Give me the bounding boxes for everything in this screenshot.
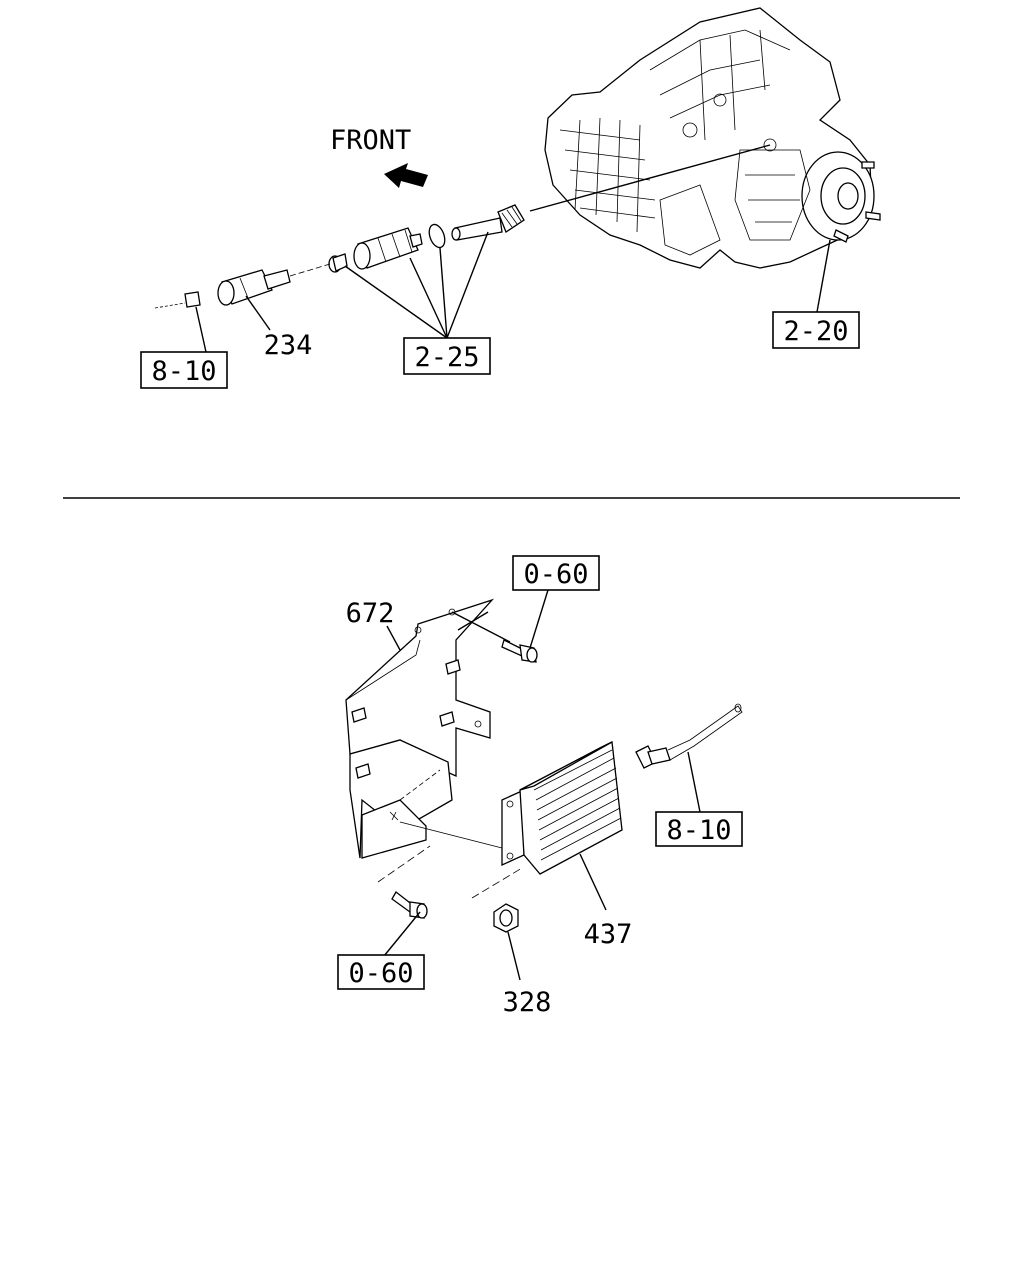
top-section: FRONT: [140, 7, 881, 389]
callout-harness-ref-bottom: 8-10: [666, 815, 731, 846]
callout-part-328: 328: [503, 987, 552, 1018]
callout-part-234: 234: [264, 330, 313, 361]
transfer-case-housing: [544, 7, 881, 269]
speed-sensor: [217, 269, 291, 306]
control-unit: [501, 741, 623, 875]
bushing: [328, 253, 348, 273]
callout-harness-ref-top: 8-10: [151, 356, 216, 387]
driven-gear-shaft: [451, 204, 525, 241]
front-label: FRONT: [330, 125, 411, 156]
nut: [493, 903, 519, 933]
bolt-bottom: [391, 891, 428, 919]
bottom-section: 672 0-60 8-10 437 0-60 328: [337, 555, 743, 1018]
harness-connector-bottom: [635, 703, 743, 769]
callout-drive-ref: 2-25: [414, 342, 479, 373]
front-arrow-icon: [384, 163, 428, 188]
harness-connector: [154, 291, 201, 309]
callout-part-672: 672: [346, 598, 395, 629]
callout-transfer-case-ref: 2-20: [783, 316, 848, 347]
bolt-top: [501, 639, 538, 663]
callout-bolt-ref-top: 0-60: [523, 559, 588, 590]
callout-part-437: 437: [584, 919, 633, 950]
gear-sleeve: [353, 227, 423, 270]
snap-ring: [428, 223, 446, 249]
mounting-bracket: [345, 598, 495, 859]
callout-bolt-ref-bottom: 0-60: [348, 958, 413, 989]
